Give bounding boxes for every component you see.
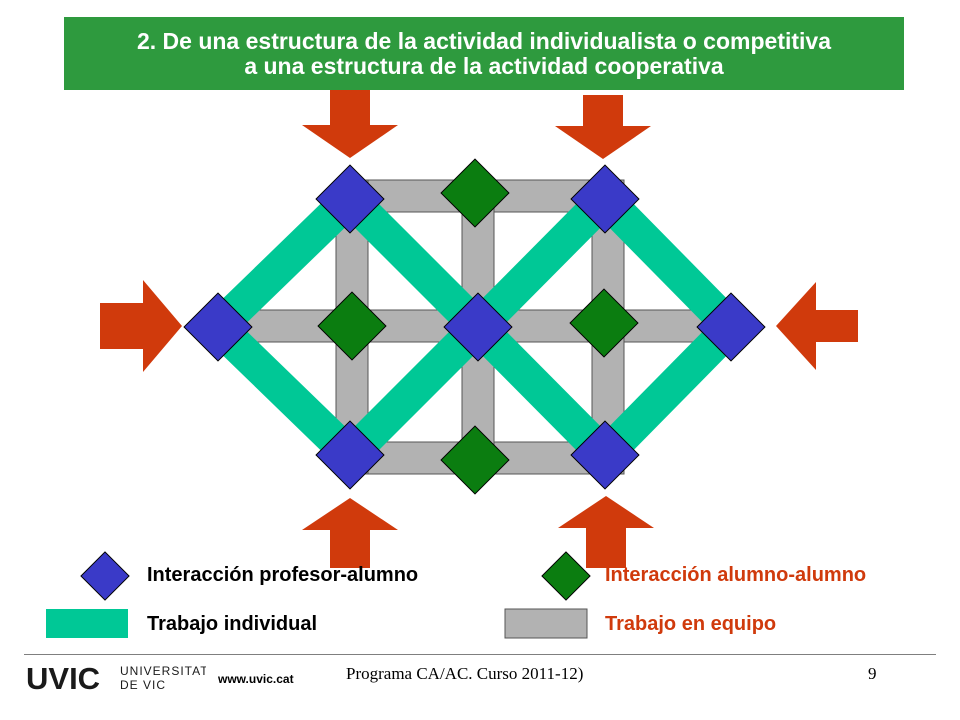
footer-divider bbox=[24, 654, 936, 655]
blue-diamonds bbox=[183, 164, 766, 490]
page-number: 9 bbox=[868, 664, 877, 683]
legend-green-diamond bbox=[541, 551, 591, 601]
green-diamond bbox=[569, 288, 639, 358]
title-banner: 2. De una estructura de la actividad ind… bbox=[64, 17, 904, 90]
legend-blue-diamond bbox=[80, 551, 130, 601]
green-diamond bbox=[440, 425, 510, 495]
uvic-url: www.uvic.cat bbox=[218, 672, 294, 686]
teal-bars bbox=[206, 186, 744, 468]
green-diamonds bbox=[317, 158, 639, 495]
arrow-up-right bbox=[558, 496, 654, 568]
arrows bbox=[100, 90, 858, 568]
teal-bar bbox=[465, 187, 618, 339]
arrow-right bbox=[100, 280, 182, 372]
legend-individual: Trabajo individual bbox=[147, 613, 318, 635]
teal-bar bbox=[206, 186, 362, 340]
blue-diamond bbox=[570, 164, 640, 234]
teal-bar bbox=[592, 315, 744, 467]
blue-diamond bbox=[183, 292, 253, 362]
blue-diamond bbox=[696, 292, 766, 362]
logo-universitat-text: UNIVERSITAT bbox=[120, 664, 206, 678]
arrow-down-right bbox=[555, 95, 651, 159]
arrow-left bbox=[776, 282, 858, 370]
blue-diamond bbox=[443, 292, 513, 362]
legend-equipo: Trabajo en equipo bbox=[605, 613, 777, 635]
arrow-down-left bbox=[302, 90, 398, 158]
legend-gray-swatch bbox=[504, 608, 588, 639]
arrow-up-left bbox=[302, 498, 398, 568]
logo-uvic-text: UVIC bbox=[26, 661, 100, 693]
legend-teal-swatch bbox=[46, 609, 128, 638]
green-diamond bbox=[440, 158, 510, 228]
legend-profesor-alumno: Interacción profesor-alumno bbox=[147, 564, 419, 586]
green-diamond bbox=[317, 291, 387, 361]
teal-bar bbox=[337, 314, 491, 468]
title-line-2: a una estructura de la actividad coopera… bbox=[244, 52, 724, 79]
blue-diamond bbox=[570, 420, 640, 490]
legend-alumno-alumno: Interacción alumno-alumno bbox=[605, 564, 867, 586]
uvic-logo: UVIC UNIVERSITAT DE VIC bbox=[26, 661, 206, 693]
footer-program: Programa CA/AC. Curso 2011-12) bbox=[346, 664, 584, 683]
teal-bar bbox=[465, 315, 618, 467]
blue-diamond bbox=[315, 420, 385, 490]
title-line-1: 2. De una estructura de la actividad ind… bbox=[136, 27, 832, 54]
teal-bar bbox=[337, 186, 491, 340]
blue-diamond bbox=[315, 164, 385, 234]
teal-bar bbox=[206, 314, 362, 468]
teal-bar bbox=[592, 187, 744, 339]
logo-de-vic-text: DE VIC bbox=[120, 678, 166, 692]
